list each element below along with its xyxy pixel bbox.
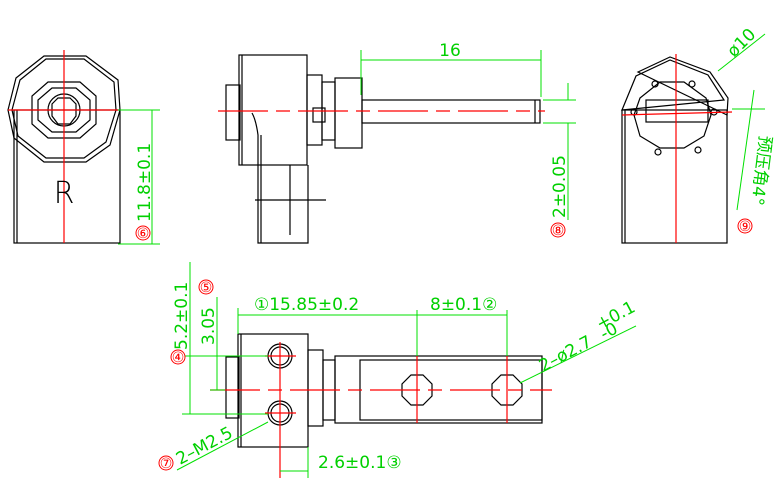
hole-note: 2–ø2.7 [536, 332, 596, 376]
dim-2-6: 2.6±0.1③ [318, 453, 402, 473]
dim-5-2: 5.2±0.1 [172, 282, 192, 350]
preload-note: 预压角4° [746, 134, 774, 206]
callout-6: ⑥ [137, 226, 150, 242]
thread-note: 2–M2.5 [173, 423, 236, 469]
left-view: R 11.8±0.1 ⑥ [7, 50, 160, 245]
callout-4: ④ [172, 350, 185, 366]
side-view: 16 2±0.05 ⑧ [218, 41, 576, 244]
callout-5: ⑤ [200, 280, 213, 296]
callout-9: ⑨ [739, 219, 752, 235]
dim-3-05: 3.05 [199, 307, 219, 345]
callout-8: ⑧ [552, 223, 565, 239]
dim-15-85: ①15.85±0.2 [254, 295, 359, 315]
dim-diameter: ø10 [723, 25, 760, 62]
marking-r: R [54, 176, 75, 211]
dim-height: 11.8±0.1 [135, 143, 155, 222]
dim-shaft: 2±0.05 [550, 155, 570, 218]
right-view: ø10 预压角4° ⑨ [621, 25, 775, 244]
bottom-view: ①15.85±0.2 8±0.1② 5.2±0.1 3.05 ⑤ ④ 2.6±0… [158, 262, 639, 478]
callout-7: ⑦ [160, 456, 173, 472]
dim-8: 8±0.1② [430, 295, 497, 315]
dim-length: 16 [439, 41, 461, 61]
